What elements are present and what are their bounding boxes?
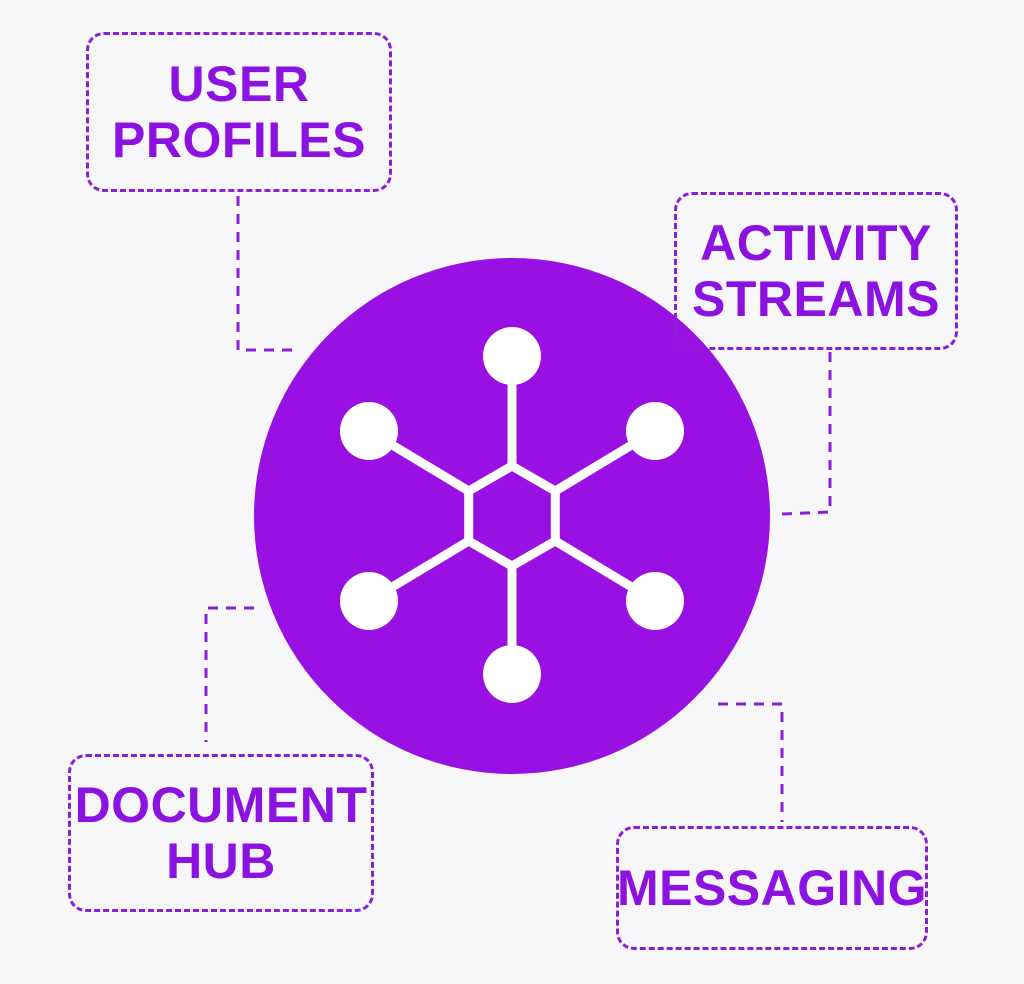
messaging-box: MESSAGING xyxy=(616,826,928,950)
hub-circle xyxy=(254,258,770,774)
node-upper-left xyxy=(340,402,398,460)
activity-streams-box: ACTIVITY STREAMS xyxy=(674,192,958,350)
activity-streams-label: ACTIVITY STREAMS xyxy=(692,215,940,327)
document-hub-label: DOCUMENT HUB xyxy=(74,777,368,889)
node-top xyxy=(483,327,541,385)
node-lower-right xyxy=(626,572,684,630)
connector-messaging xyxy=(718,702,784,822)
node-lower-left xyxy=(340,572,398,630)
messaging-label: MESSAGING xyxy=(616,860,928,916)
node-bottom xyxy=(483,645,541,703)
document-hub-box: DOCUMENT HUB xyxy=(68,754,374,912)
node-upper-right xyxy=(626,402,684,460)
connector-user-profiles xyxy=(236,196,300,352)
user-profiles-box: USER PROFILES xyxy=(86,32,392,192)
user-profiles-label: USER PROFILES xyxy=(111,56,367,168)
